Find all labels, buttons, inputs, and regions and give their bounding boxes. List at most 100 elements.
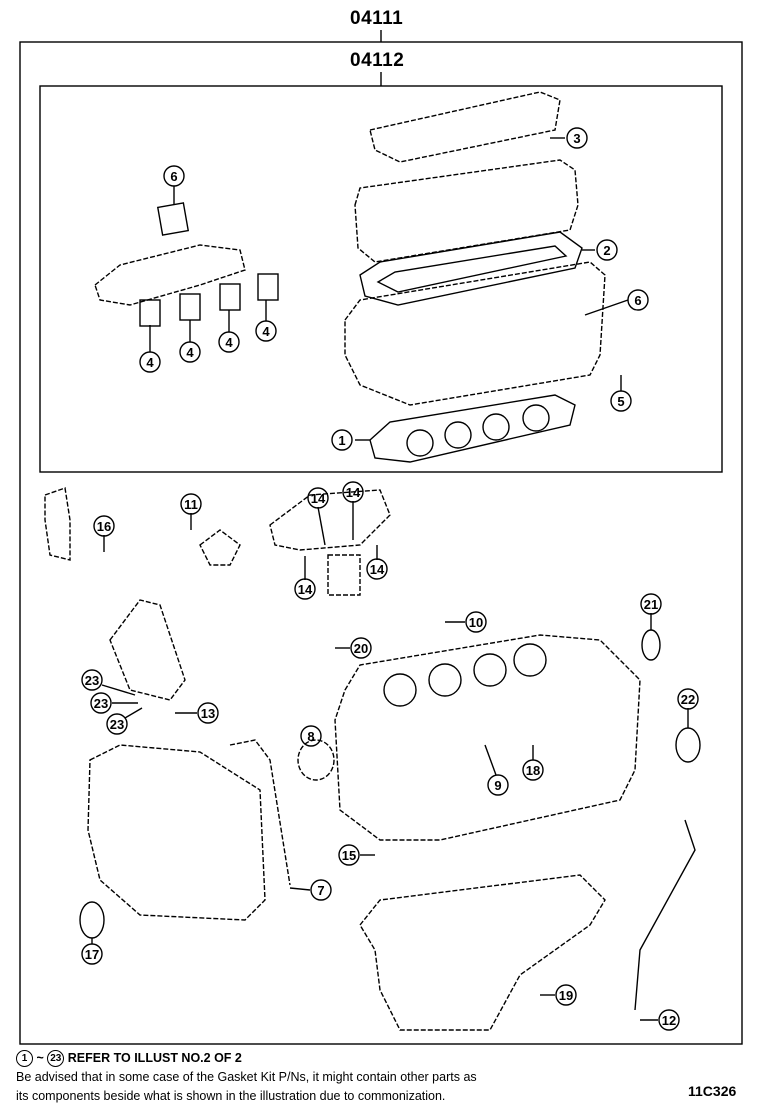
svg-text:9: 9 bbox=[494, 778, 501, 793]
illustration-code: 11C326 bbox=[688, 1083, 737, 1099]
oil-seal-rear-drawing bbox=[675, 727, 701, 763]
callout-3: 3 bbox=[550, 127, 588, 149]
svg-text:6: 6 bbox=[634, 293, 641, 308]
svg-text:10: 10 bbox=[469, 615, 483, 630]
water-pump-gasket-drawing bbox=[297, 739, 335, 781]
outer-kit-frame bbox=[19, 41, 743, 1045]
callout-11: 11 bbox=[180, 493, 202, 530]
water-pipe-drawing bbox=[44, 487, 71, 561]
kit-part-number-outer: 04111 bbox=[350, 8, 404, 29]
o-ring-drawing bbox=[641, 629, 661, 661]
timing-gasket-drawing bbox=[229, 739, 291, 886]
range-start-badge: 1 bbox=[16, 1050, 33, 1067]
notice-line-1: Be advised that in some case of the Gask… bbox=[16, 1070, 477, 1084]
block-bore-1 bbox=[383, 673, 417, 707]
block-bore-4 bbox=[513, 643, 547, 677]
callout-6b: 6 bbox=[584, 289, 649, 316]
svg-text:14: 14 bbox=[311, 491, 326, 506]
port-gasket-b bbox=[179, 293, 201, 321]
svg-text:23: 23 bbox=[110, 717, 124, 732]
svg-text:14: 14 bbox=[298, 582, 313, 597]
cylinder-block-drawing bbox=[334, 634, 641, 841]
svg-text:2: 2 bbox=[603, 243, 610, 258]
callout-8: 8 bbox=[300, 725, 322, 747]
callout-20: 20 bbox=[335, 637, 372, 659]
svg-text:22: 22 bbox=[681, 692, 695, 707]
oil-pump-drawing bbox=[109, 599, 186, 701]
callouts: 1 2 3 4 4 4 4 5 6 6 7 8 9 10 11 12 13 14… bbox=[81, 127, 699, 1031]
notice-line-2: its components beside what is shown in t… bbox=[16, 1089, 446, 1103]
svg-text:13: 13 bbox=[201, 706, 215, 721]
svg-text:6: 6 bbox=[170, 169, 177, 184]
callout-4d: 4 bbox=[255, 300, 277, 342]
manifold-gasket-drawing bbox=[156, 202, 190, 236]
callout-4c: 4 bbox=[218, 310, 240, 353]
svg-text:4: 4 bbox=[262, 324, 270, 339]
callout-14b: 14 bbox=[342, 481, 364, 540]
callout-14d: 14 bbox=[366, 545, 388, 580]
callout-16: 16 bbox=[93, 515, 115, 552]
callout-19: 19 bbox=[540, 984, 577, 1006]
oil-filter-drawing bbox=[327, 554, 361, 596]
svg-text:12: 12 bbox=[662, 1013, 676, 1028]
water-inlet-drawing bbox=[199, 529, 241, 566]
oil-pan-drawing bbox=[359, 874, 606, 1031]
port-gasket-c bbox=[219, 283, 241, 311]
callout-6a: 6 bbox=[163, 165, 185, 205]
callout-22: 22 bbox=[677, 688, 699, 728]
oil-filter-bracket-drawing bbox=[269, 489, 391, 551]
svg-text:23: 23 bbox=[94, 696, 108, 711]
svg-text:17: 17 bbox=[85, 947, 99, 962]
bore-4 bbox=[522, 404, 550, 432]
svg-text:23: 23 bbox=[85, 673, 99, 688]
svg-text:18: 18 bbox=[526, 763, 540, 778]
port-gasket-d bbox=[257, 273, 279, 301]
callout-13: 13 bbox=[175, 702, 219, 724]
callout-4a: 4 bbox=[139, 325, 161, 373]
svg-text:4: 4 bbox=[225, 335, 233, 350]
callout-2: 2 bbox=[582, 239, 618, 261]
block-bore-3 bbox=[473, 653, 507, 687]
bore-1 bbox=[406, 429, 434, 457]
callout-10: 10 bbox=[445, 611, 487, 633]
callout-7: 7 bbox=[289, 879, 332, 901]
svg-text:3: 3 bbox=[573, 131, 580, 146]
cylinder-head-gasket-drawing bbox=[369, 394, 576, 463]
refer-note: 1 ~ 23 REFER TO ILLUST NO.2 OF 2 bbox=[16, 1050, 242, 1067]
svg-text:20: 20 bbox=[354, 641, 368, 656]
kit-part-number-inner: 04112 bbox=[350, 50, 405, 71]
svg-text:14: 14 bbox=[346, 485, 361, 500]
svg-text:15: 15 bbox=[342, 848, 356, 863]
cylinder-head-drawing bbox=[344, 261, 606, 406]
callout-5: 5 bbox=[610, 375, 632, 412]
svg-text:7: 7 bbox=[317, 883, 324, 898]
callout-17: 17 bbox=[81, 938, 103, 965]
oil-seal-front-drawing bbox=[79, 901, 105, 939]
block-bore-2 bbox=[428, 663, 462, 697]
callout-18: 18 bbox=[522, 745, 544, 781]
timing-cover-drawing bbox=[87, 744, 266, 921]
refer-text: REFER TO ILLUST NO.2 OF 2 bbox=[67, 1050, 242, 1065]
cylinder-head-cover-drawing bbox=[369, 91, 561, 163]
head-cover-gasket-drawing bbox=[359, 231, 583, 306]
svg-text:11: 11 bbox=[184, 497, 198, 512]
range-separator: ~ bbox=[36, 1050, 44, 1065]
inner-kit-frame bbox=[39, 85, 723, 473]
svg-text:1: 1 bbox=[338, 433, 345, 448]
bore-2 bbox=[444, 421, 472, 449]
svg-text:19: 19 bbox=[559, 988, 573, 1003]
callout-23a: 23 bbox=[81, 669, 136, 696]
svg-text:8: 8 bbox=[307, 729, 314, 744]
callout-14a: 14 bbox=[307, 487, 329, 546]
callout-4b: 4 bbox=[179, 320, 201, 363]
valve-cover-drawing bbox=[354, 159, 579, 263]
callout-21: 21 bbox=[640, 593, 662, 630]
callout-12: 12 bbox=[640, 1009, 680, 1031]
bore-3 bbox=[482, 413, 510, 441]
svg-text:16: 16 bbox=[97, 519, 111, 534]
svg-text:4: 4 bbox=[146, 355, 154, 370]
callout-23c: 23 bbox=[106, 707, 143, 735]
callout-15: 15 bbox=[338, 844, 375, 866]
callout-9: 9 bbox=[484, 744, 509, 796]
